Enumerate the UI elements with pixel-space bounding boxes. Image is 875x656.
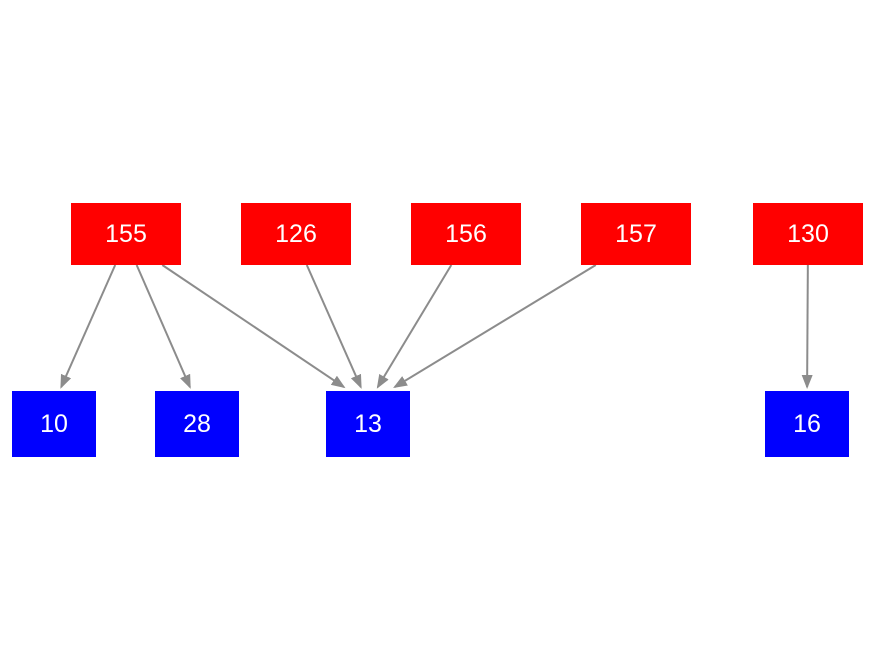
edge-155-13 bbox=[161, 264, 346, 389]
edge-130-16 bbox=[801, 264, 813, 389]
diagram-node-130: 130 bbox=[753, 203, 863, 265]
diagram-node-126: 126 bbox=[241, 203, 351, 265]
diagram-node-16: 16 bbox=[765, 391, 849, 457]
node-label: 28 bbox=[183, 409, 211, 438]
diagram-node-13: 13 bbox=[326, 391, 410, 457]
edge-126-13 bbox=[305, 264, 362, 389]
node-label: 10 bbox=[40, 409, 68, 438]
edge-157-13 bbox=[393, 264, 597, 389]
node-label: 13 bbox=[354, 409, 382, 438]
node-label: 156 bbox=[445, 219, 487, 248]
diagram-node-10: 10 bbox=[12, 391, 96, 457]
node-label: 16 bbox=[793, 409, 821, 438]
diagram-node-155: 155 bbox=[71, 203, 181, 265]
node-label: 130 bbox=[787, 219, 829, 248]
diagram-node-28: 28 bbox=[155, 391, 239, 457]
node-label: 155 bbox=[105, 219, 147, 248]
node-label: 157 bbox=[615, 219, 657, 248]
node-label: 126 bbox=[275, 219, 317, 248]
diagram-node-156: 156 bbox=[411, 203, 521, 265]
edge-156-13 bbox=[376, 264, 453, 389]
edge-155-28 bbox=[135, 264, 191, 389]
diagram-node-157: 157 bbox=[581, 203, 691, 265]
edge-155-10 bbox=[60, 264, 117, 389]
